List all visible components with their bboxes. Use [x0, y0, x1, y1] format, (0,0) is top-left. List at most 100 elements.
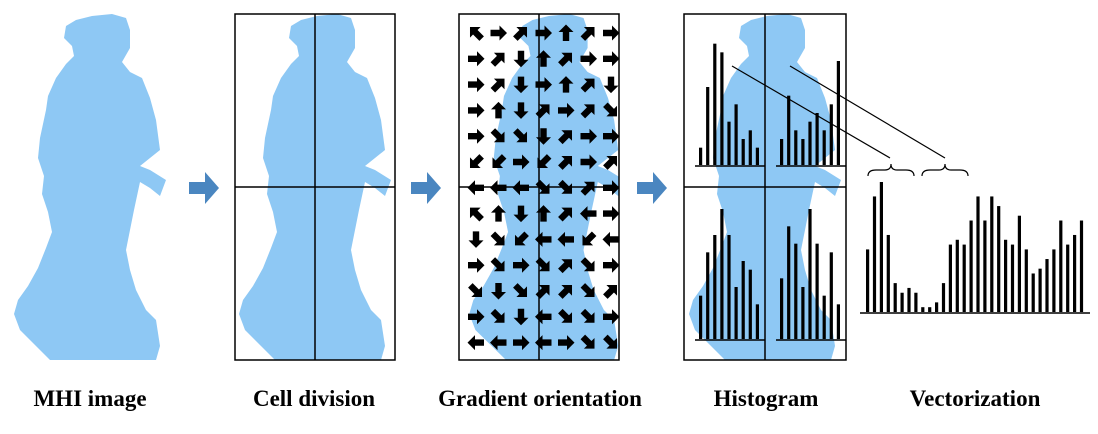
vector-bar [948, 244, 952, 312]
direction-arrow-icon [580, 78, 595, 93]
gradient-orientation-panel [458, 13, 620, 361]
direction-arrow-icon [491, 283, 506, 300]
histogram-bar [815, 113, 819, 165]
histogram-bar [734, 287, 738, 339]
direction-arrow-icon [535, 309, 552, 325]
direction-arrow-icon [603, 25, 620, 41]
histogram-bar [808, 209, 812, 339]
direction-arrow-icon [558, 207, 573, 222]
vector-bar [955, 239, 959, 312]
histogram-bar [794, 243, 798, 339]
direction-arrow-icon [535, 179, 550, 194]
direction-arrow-icon [603, 155, 618, 170]
direction-arrow-icon [513, 205, 529, 223]
histogram-bar [713, 43, 717, 165]
direction-arrow-icon [536, 128, 551, 145]
histogram-bar [734, 104, 738, 165]
direction-arrow-icon [602, 231, 619, 247]
person-silhouette [14, 14, 166, 360]
direction-arrow-icon [535, 284, 550, 299]
direction-arrow-icon [558, 284, 573, 299]
vector-bar [1017, 215, 1021, 312]
caption-gradient-orientation: Gradient orientation [438, 386, 642, 411]
direction-arrow-icon [558, 155, 573, 170]
histogram-bar [801, 139, 805, 165]
direction-arrow-icon [490, 25, 507, 41]
direction-arrow-icon [469, 154, 484, 169]
vector-bar [907, 287, 911, 312]
direction-arrow-icon [513, 283, 528, 298]
direction-arrow-icon [580, 128, 597, 144]
direction-arrow-icon [580, 257, 595, 272]
direction-arrow-icon [580, 283, 595, 298]
vector-bar [1073, 234, 1077, 312]
direction-arrow-icon [490, 52, 505, 67]
cell-division-panel [234, 13, 396, 361]
vector-bar [935, 302, 939, 312]
direction-arrow-icon [580, 308, 595, 323]
vector-bar [886, 234, 890, 312]
direction-arrow-icon [558, 259, 573, 274]
direction-arrow-icon [468, 51, 485, 67]
direction-arrow-icon [490, 231, 505, 246]
direction-arrow-icon [558, 102, 575, 118]
direction-arrow-icon [603, 128, 620, 144]
direction-arrow-icon [603, 102, 618, 117]
vectorization-panel [731, 65, 1090, 314]
direction-arrow-icon [469, 207, 484, 222]
vector-bar [866, 249, 870, 312]
direction-arrow-icon [535, 104, 550, 119]
direction-arrow-icon [536, 50, 551, 67]
vector-bar [1010, 244, 1015, 312]
histogram-bar [706, 252, 710, 339]
direction-arrow-icon [603, 51, 620, 67]
vector-bar [900, 292, 904, 312]
direction-arrow-icon [468, 77, 485, 93]
direction-arrow-icon [580, 104, 595, 119]
histogram-bar [829, 104, 833, 165]
direction-arrow-icon [468, 128, 485, 144]
vector-bar [921, 307, 925, 312]
direction-arrow-icon [513, 50, 529, 68]
direction-arrow-icon [467, 335, 484, 351]
histogram-bar [787, 226, 791, 339]
caption-cell-division: Cell division [252, 386, 376, 411]
flow-arrows [189, 172, 667, 204]
direction-arrow-icon [603, 284, 618, 299]
histogram-panel [683, 13, 847, 361]
direction-arrow-icon [490, 128, 505, 143]
vector-bar [928, 307, 932, 312]
vector-bar [1038, 268, 1042, 312]
histogram-bar [780, 278, 784, 339]
histogram-bar [706, 87, 710, 165]
direction-arrow-icon [580, 334, 595, 349]
vector-bar [872, 196, 877, 312]
direction-arrow-icon [492, 154, 507, 169]
histogram-bar [720, 209, 724, 339]
direction-arrow-icon [490, 335, 507, 351]
vector-bar [914, 292, 918, 312]
caption-mhi-image: MHI image [33, 386, 147, 411]
direction-arrow-icon [580, 206, 597, 222]
vector-bar [983, 220, 987, 312]
direction-arrow-icon [537, 154, 552, 169]
histogram-bar [741, 139, 745, 165]
direction-arrow-icon [603, 180, 620, 196]
caption-vectorization: Vectorization [909, 386, 1041, 411]
direction-arrow-icon [580, 181, 595, 196]
vector-bar [962, 244, 966, 312]
connector-line [731, 65, 891, 159]
direction-arrow-icon [535, 231, 552, 247]
direction-arrow-icon [469, 26, 484, 41]
direction-arrow-icon [468, 102, 485, 118]
histogram-bar [748, 269, 752, 339]
histogram-bar [822, 130, 826, 165]
histogram-bar [755, 304, 759, 339]
vector-bar [879, 182, 883, 312]
vector-bar [1004, 239, 1008, 312]
vector-bar [976, 196, 980, 312]
histogram-bar [748, 130, 752, 165]
direction-arrow-icon [468, 283, 483, 298]
right-arrow-icon [637, 172, 667, 204]
histogram-bar [720, 52, 724, 166]
